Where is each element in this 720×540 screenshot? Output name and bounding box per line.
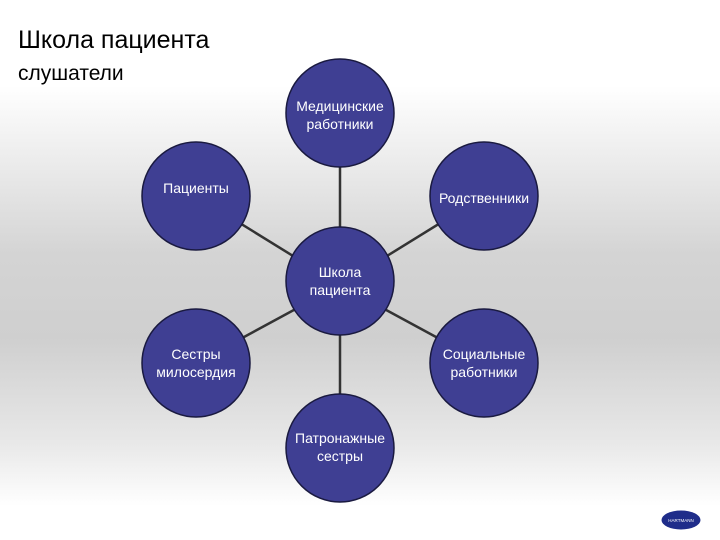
node-lower-left-circle (141, 308, 251, 418)
node-lower-right-label: Социальные работники (442, 346, 526, 380)
node-center-circle (285, 226, 395, 336)
node-lower-right-circle (429, 308, 539, 418)
node-bottom-label: Патронажные сестры (295, 430, 385, 464)
node-top-label: Медицинские работники (296, 98, 384, 132)
node-upper-left-circle (141, 141, 251, 251)
node-center-label: Школа пациента (309, 264, 371, 298)
node-top-circle (285, 58, 395, 168)
node-upper-left-label: Пациенты (163, 180, 229, 196)
logo-text: HARTMANN (668, 518, 693, 523)
hartmann-logo: HARTMANN (661, 510, 701, 530)
slide-title: Школа пациента (18, 26, 210, 54)
node-lower-left-label: Сестры милосердия (156, 346, 236, 380)
node-bottom-circle (285, 393, 395, 503)
slide-subtitle: слушатели (18, 62, 124, 85)
node-upper-right-label: Родственники (438, 190, 530, 206)
node-upper-right-circle (429, 141, 539, 251)
